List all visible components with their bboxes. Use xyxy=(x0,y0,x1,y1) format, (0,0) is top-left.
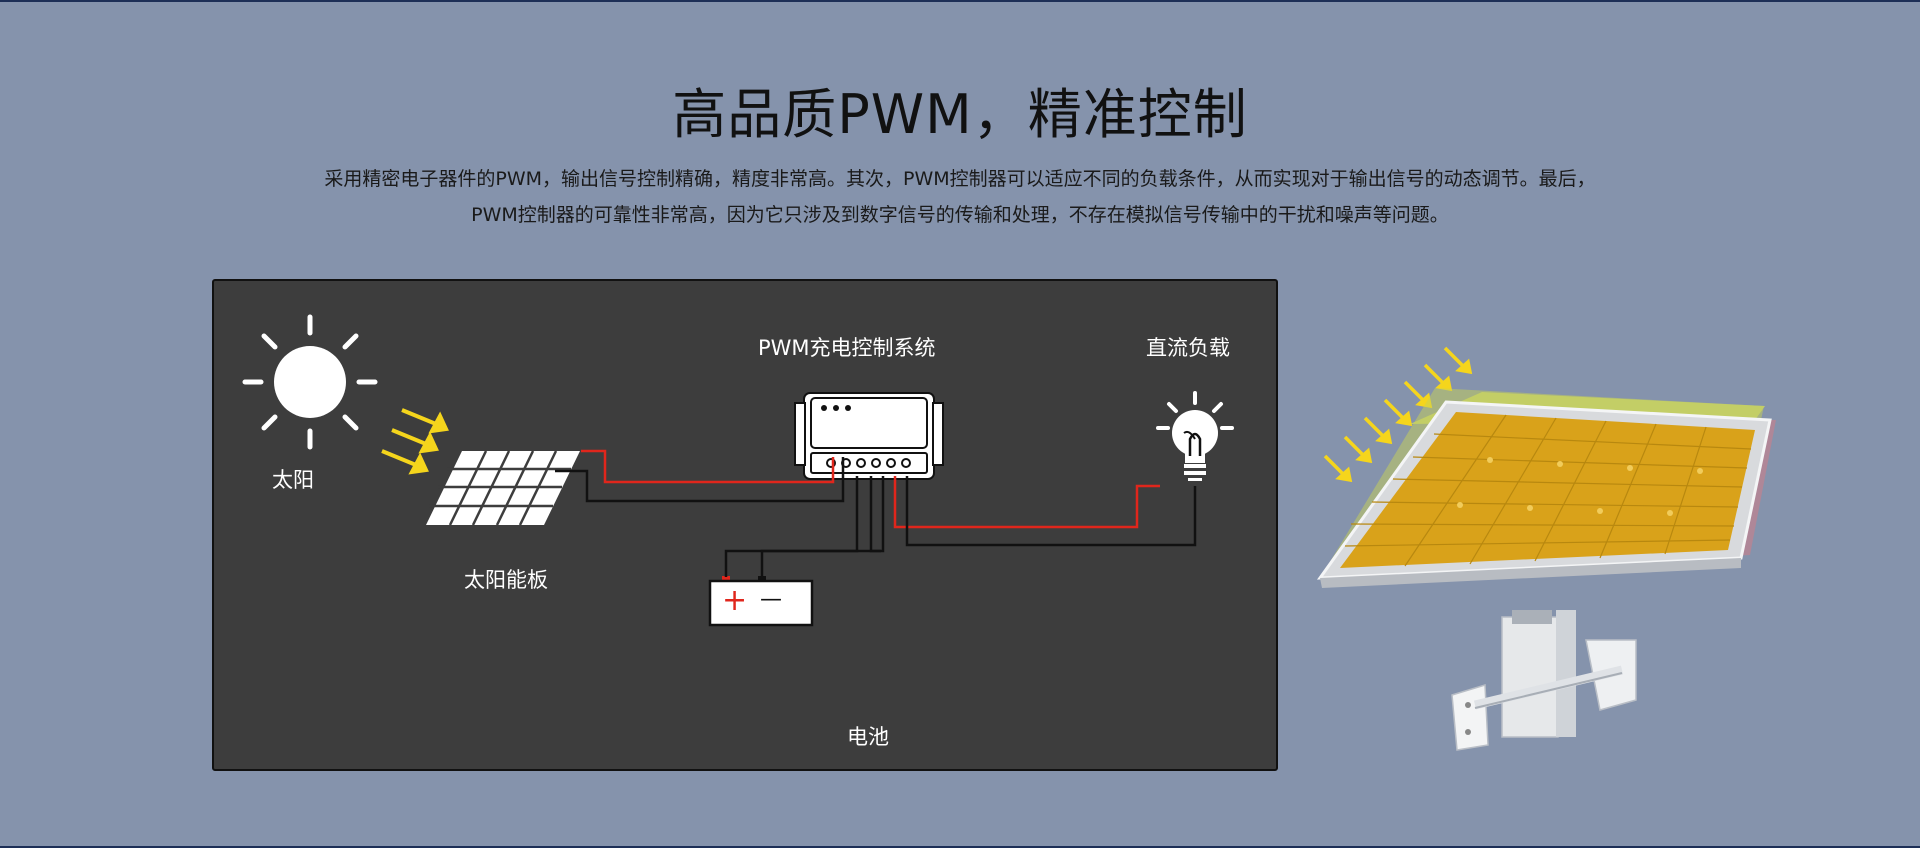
incoming-sunlight-icon xyxy=(1323,346,1473,483)
pwm-system-diagram: 太阳 太阳能板 PWM充电控制系统 直流负载 + — 电池 xyxy=(212,279,1278,771)
solar-panel-label: 太阳能板 xyxy=(464,568,548,592)
sun-icon xyxy=(242,314,378,450)
load-label: 直流负载 xyxy=(1146,336,1230,360)
bulb-icon xyxy=(1156,391,1234,481)
battery-minus-sign: — xyxy=(760,587,782,612)
solar-panel-icon xyxy=(426,450,580,526)
description-line-1: 采用精密电子器件的PWM，输出信号控制精确，精度非常高。其次，PWM控制器可以适… xyxy=(324,168,1596,190)
diagram-canvas xyxy=(242,314,1234,627)
sun-rays-icon xyxy=(381,408,449,475)
top-border xyxy=(0,0,1920,2)
cell-highlights xyxy=(1457,457,1703,516)
description-line-2: PWM控制器的可靠性非常高，因为它只涉及到数字信号的传输和处理，不存在模拟信号传… xyxy=(471,204,1449,226)
controller-to-battery-wires xyxy=(724,476,885,577)
controller-label: PWM充电控制系统 xyxy=(758,336,936,360)
panel-frame-edge xyxy=(1320,558,1741,588)
solar-device-illustration xyxy=(1316,346,1776,751)
sun-label: 太阳 xyxy=(272,468,314,492)
solar-to-controller-wires xyxy=(555,449,845,503)
controller-to-load-wires xyxy=(893,476,1197,547)
battery-label: 电池 xyxy=(847,725,889,749)
bottom-border xyxy=(0,846,1920,848)
controller-icon xyxy=(794,392,944,480)
solar-cells xyxy=(1340,412,1755,568)
page-title: 高品质PWM，精准控制 xyxy=(672,83,1248,146)
battery-icon xyxy=(708,576,814,627)
mount-bracket-icon xyxy=(1451,610,1637,751)
cell-grid xyxy=(1344,414,1752,567)
battery-plus-sign: + xyxy=(722,583,748,618)
